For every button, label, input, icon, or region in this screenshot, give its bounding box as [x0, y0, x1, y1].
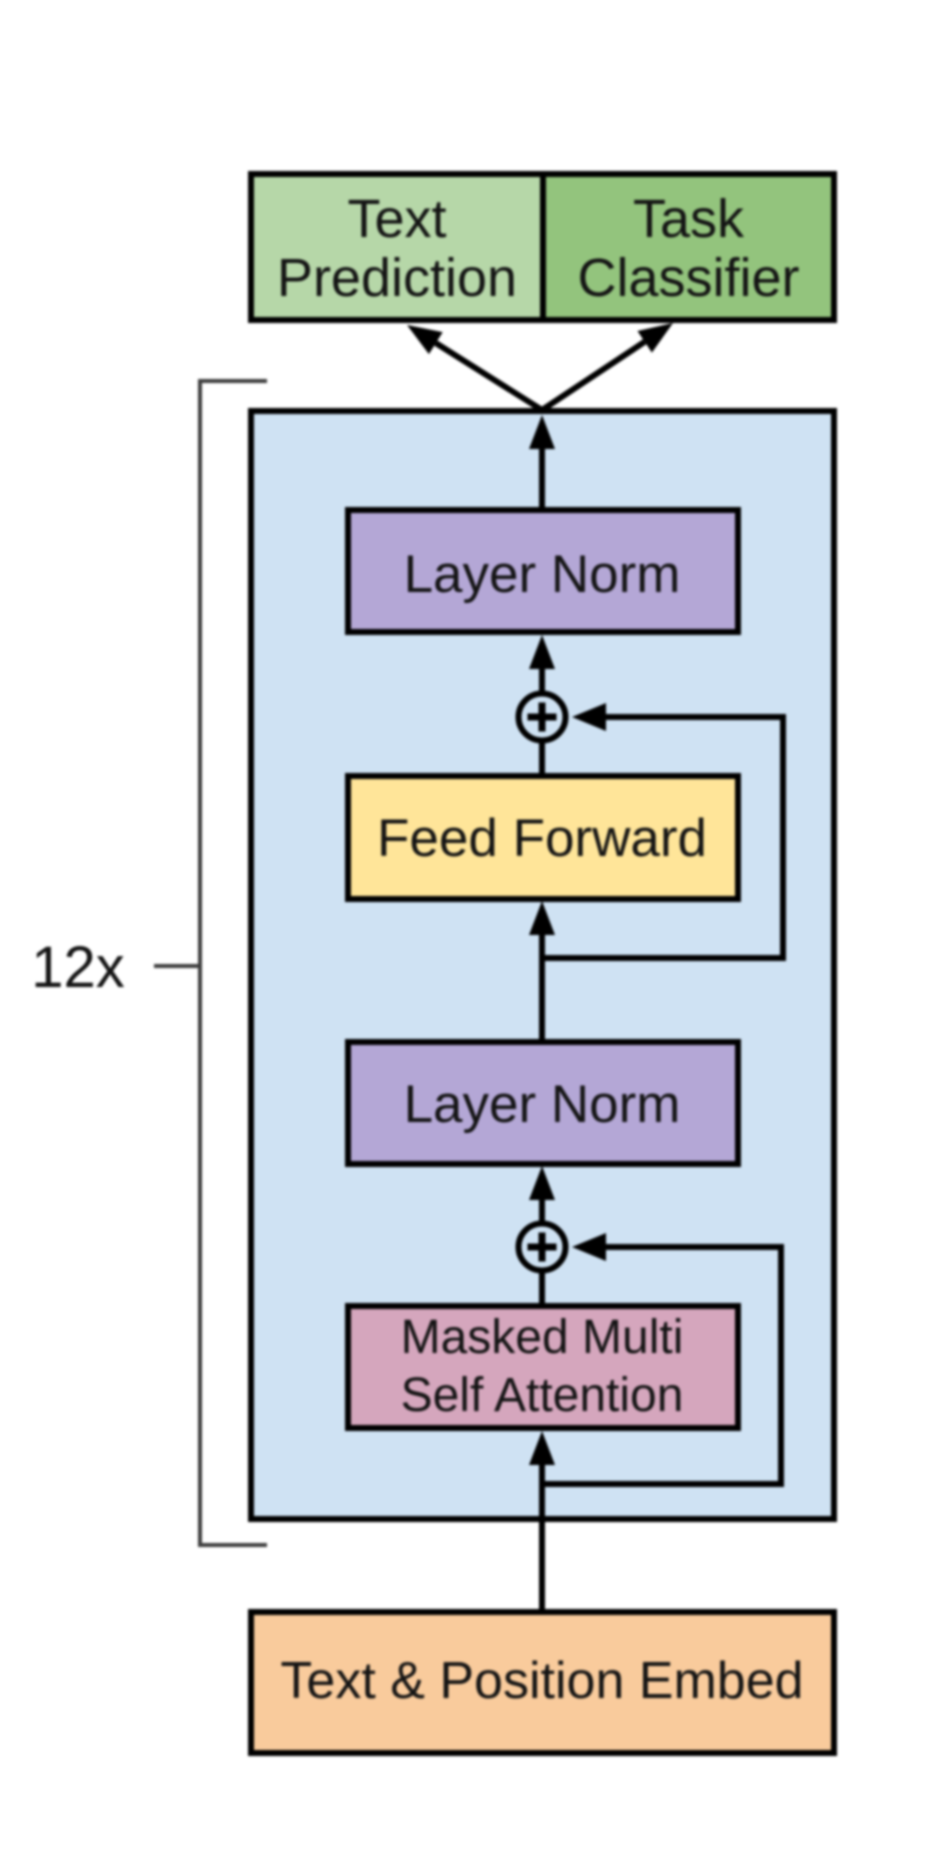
svg-text:Task: Task — [633, 189, 745, 249]
svg-text:Classifier: Classifier — [577, 248, 799, 308]
svg-text:Masked Multi: Masked Multi — [401, 1311, 684, 1364]
svg-text:Feed Forward: Feed Forward — [377, 809, 707, 868]
svg-text:Layer Norm: Layer Norm — [404, 545, 681, 604]
svg-text:Layer Norm: Layer Norm — [404, 1075, 681, 1134]
svg-text:12x: 12x — [31, 935, 125, 1000]
svg-text:Text & Position Embed: Text & Position Embed — [280, 1652, 803, 1710]
svg-text:Text: Text — [347, 189, 446, 249]
svg-text:Prediction: Prediction — [277, 248, 517, 308]
svg-text:Self Attention: Self Attention — [401, 1369, 684, 1422]
